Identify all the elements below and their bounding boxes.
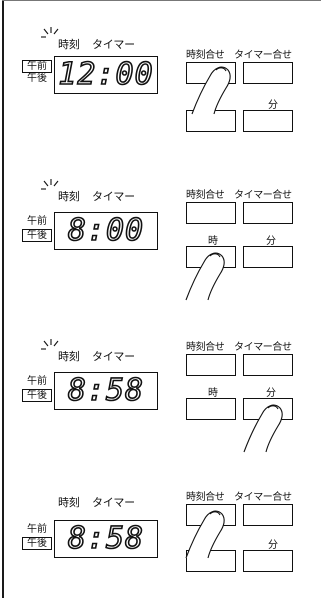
- set-timer-button[interactable]: [243, 354, 293, 376]
- hour-label: 時: [208, 236, 218, 247]
- minute-label: 分: [266, 388, 276, 399]
- am-pm-indicator: 午前 午後: [22, 376, 54, 402]
- set-clock-button[interactable]: [186, 62, 236, 84]
- pm-label: 午後: [22, 537, 52, 550]
- mode-header: 時刻 タイマー: [0, 179, 170, 204]
- am-label: 午前: [27, 216, 47, 227]
- button-labels: 時刻合せ タイマー合せ: [186, 488, 321, 503]
- pm-label: 午後: [22, 229, 52, 242]
- minute-label: 分: [266, 236, 276, 247]
- set-clock-button[interactable]: [186, 354, 236, 376]
- mode-header: 時刻 タイマー: [0, 27, 170, 52]
- am-label: 午前: [22, 60, 52, 73]
- instruction-step-1: 時刻 タイマー 午前 午後 12:00 時刻合せ タイマー合せ 分: [0, 20, 321, 140]
- button-labels: 時刻合せ タイマー合せ: [186, 338, 321, 353]
- set-timer-button[interactable]: [243, 202, 293, 224]
- hour-button[interactable]: [186, 110, 236, 132]
- set-timer-label: タイマー合せ: [234, 492, 292, 503]
- timer-mode-label: タイマー: [92, 350, 135, 363]
- instruction-step-3: 時刻 タイマー 午前 午後 8:58 時刻合せ タイマー合せ 時 分: [0, 332, 321, 462]
- button-labels: 時刻合せ タイマー合せ: [186, 46, 321, 61]
- set-timer-label: タイマー合せ: [234, 342, 292, 353]
- pm-label: 午後: [22, 389, 52, 402]
- clock-mode-label: 時刻: [58, 38, 80, 51]
- am-pm-indicator: 午前 午後: [22, 60, 54, 86]
- blink-rays-icon: [41, 27, 59, 38]
- hour-label: 時: [208, 388, 218, 399]
- display-time: 12:00: [58, 57, 154, 92]
- am-pm-indicator: 午前 午後: [22, 216, 54, 242]
- minute-button[interactable]: [243, 550, 293, 572]
- set-clock-label: 時刻合せ: [186, 342, 225, 353]
- page-border-left: [2, 0, 4, 598]
- am-label: 午前: [27, 524, 47, 535]
- minute-label: 分: [268, 540, 278, 551]
- timer-mode-label: タイマー: [92, 38, 135, 51]
- instruction-step-4: 時刻 タイマー 午前 午後 8:58 時刻合せ タイマー合せ 分: [0, 480, 321, 598]
- blink-rays-icon: [41, 179, 59, 190]
- set-clock-label: 時刻合せ: [186, 190, 225, 201]
- hour-button[interactable]: [186, 246, 236, 268]
- lcd-display: 8:00: [54, 212, 158, 250]
- lcd-display: 8:58: [54, 372, 158, 410]
- lcd-display: 8:58: [54, 520, 158, 558]
- minute-label: 分: [268, 100, 278, 111]
- set-clock-label: 時刻合せ: [186, 492, 225, 503]
- display-time: 8:00: [67, 213, 145, 248]
- mode-header: 時刻 タイマー: [0, 339, 170, 364]
- hour-button[interactable]: [186, 398, 236, 420]
- instruction-step-2: 時刻 タイマー 午前 午後 8:00 時刻合せ タイマー合せ 時 分: [0, 172, 321, 312]
- display-time: 8:58: [67, 521, 145, 556]
- minute-button[interactable]: [243, 246, 293, 268]
- timer-mode-label: タイマー: [92, 496, 135, 509]
- lcd-display: 12:00: [54, 56, 158, 94]
- set-timer-label: タイマー合せ: [234, 50, 292, 61]
- minute-button[interactable]: [243, 110, 293, 132]
- blink-rays-icon: [41, 339, 59, 350]
- hour-button[interactable]: [186, 550, 236, 572]
- clock-mode-label: 時刻: [58, 350, 80, 363]
- set-timer-button[interactable]: [243, 504, 293, 526]
- set-clock-button[interactable]: [186, 202, 236, 224]
- set-timer-button[interactable]: [243, 62, 293, 84]
- clock-mode-label: 時刻: [58, 190, 80, 203]
- set-clock-label: 時刻合せ: [186, 50, 225, 61]
- set-clock-button[interactable]: [186, 504, 236, 526]
- am-pm-indicator: 午前 午後: [22, 524, 54, 550]
- mode-header: 時刻 タイマー: [0, 490, 170, 510]
- display-time: 8:58: [67, 373, 145, 408]
- minute-button[interactable]: [243, 398, 293, 420]
- am-label: 午前: [27, 376, 47, 387]
- clock-mode-label: 時刻: [58, 496, 80, 509]
- page-border-top: [2, 0, 321, 1]
- pm-label: 午後: [27, 73, 47, 84]
- set-timer-label: タイマー合せ: [234, 190, 292, 201]
- button-labels: 時刻合せ タイマー合せ: [186, 186, 321, 201]
- timer-mode-label: タイマー: [92, 190, 135, 203]
